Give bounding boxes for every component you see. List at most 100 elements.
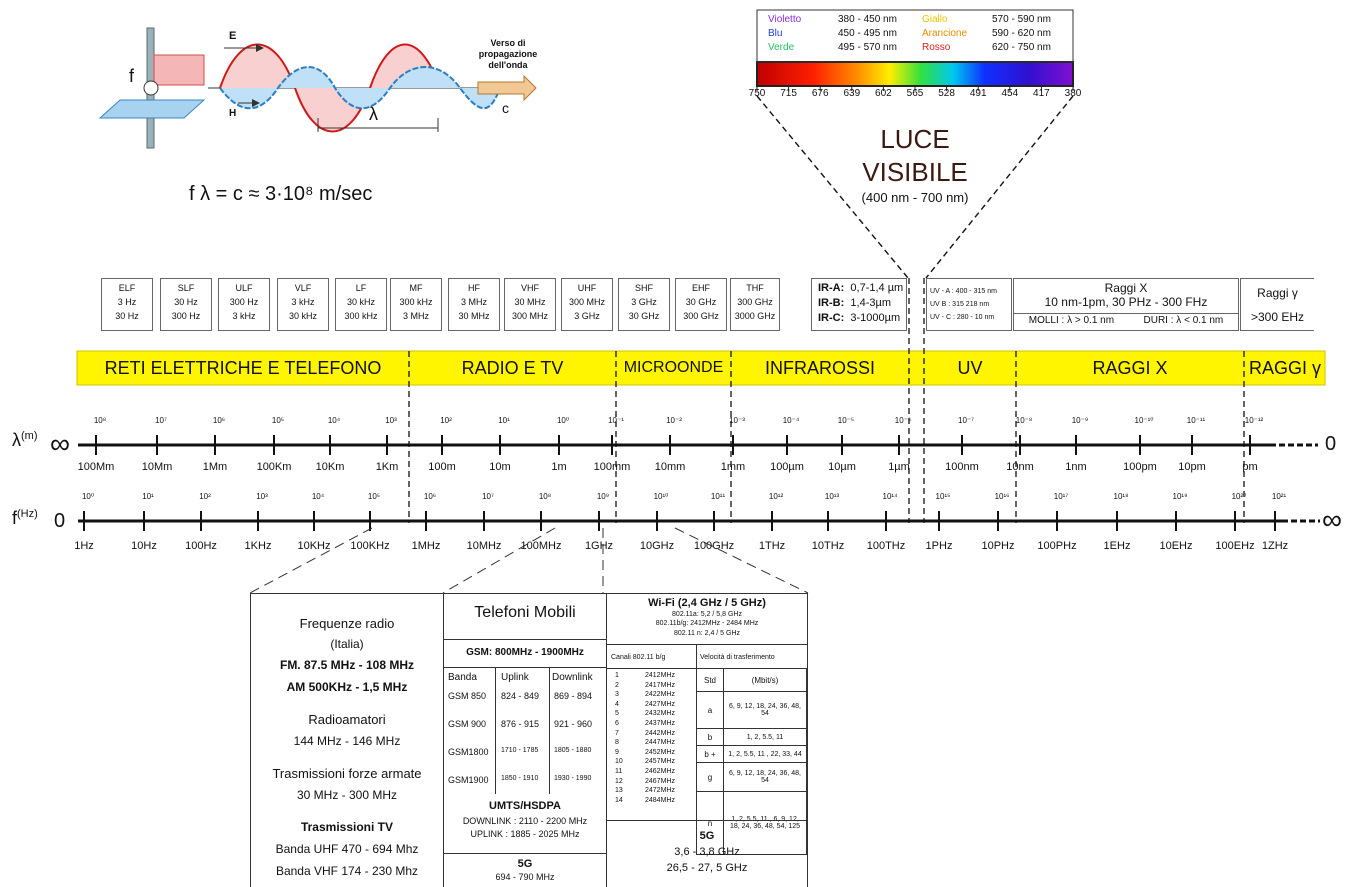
legend-name-4: Arancione (922, 28, 968, 39)
gamma-title: Raggi γ (1257, 286, 1298, 300)
f-label-9: 1GHz (584, 540, 614, 552)
wifi-mbit-1: 1, 2, 5.5, 11 (723, 728, 807, 746)
band-low-11: 300 GHz (737, 297, 773, 307)
lambda-label-10: 10mm (654, 461, 686, 473)
visible-tick-label-9: 417 (1033, 88, 1050, 99)
lambda-unit: (m) (21, 430, 38, 442)
f-exp-3: 10³ (256, 492, 268, 501)
legend-range-2: 495 - 570 nm (838, 42, 897, 53)
wifi-freq-11: 2467MHz (645, 777, 675, 785)
wifi-mbit-0: 6, 9, 12, 18, 24, 36, 48, 54 (723, 691, 807, 729)
ir-a-v: 0,7-1,4 µm (850, 282, 904, 294)
wifi-freq-3: 2427MHz (645, 700, 675, 708)
f-unit: (Hz) (17, 508, 38, 520)
spectrum-raggi-x: RAGGI X (1092, 358, 1168, 378)
band-high-10: 300 GHz (683, 311, 719, 321)
lambda-label-2: 1Mm (202, 461, 228, 473)
band-low-1: 30 Hz (174, 297, 198, 307)
lambda-label-20: pm (1242, 461, 1258, 473)
f-label-16: 10PHz (981, 540, 1015, 552)
legend-range-5: 620 - 750 nm (992, 42, 1051, 53)
f-exp-1: 10¹ (142, 492, 154, 501)
wifi-chan-12: 13 (615, 787, 623, 795)
f-end: ∞ (1322, 504, 1342, 535)
band-low-2: 300 Hz (229, 297, 259, 307)
band-high-5: 3 MHz (402, 311, 429, 321)
lambda-label-0: 100Mm (77, 461, 115, 473)
f-exp-12: 10¹² (768, 492, 784, 501)
band-high-2: 3 kHz (232, 311, 256, 321)
mobile-title: Telefoni Mobili (474, 604, 576, 621)
mobile-h-uplink: Uplink (501, 672, 529, 683)
lambda-label-15: 100nm (945, 461, 979, 473)
band-separators (408, 278, 1245, 523)
wifi-chan-8: 9 (615, 748, 619, 756)
band-name-4: LF (355, 283, 367, 293)
f-label-10: 10GHz (639, 540, 675, 552)
lambda-label-18: 100pm (1123, 461, 1157, 473)
band-low-9: 3 GHz (631, 297, 657, 307)
f-exp-16: 10¹⁶ (994, 492, 1010, 501)
lambda-exp-3: 10⁵ (271, 416, 285, 425)
spectrum-infrarossi: INFRAROSSI (764, 358, 875, 378)
lambda-start: ∞ (50, 428, 70, 459)
ir-b-v: 1,4-3µm (850, 297, 891, 309)
f-label-1: 10Hz (131, 540, 157, 552)
f-exp-9: 10⁹ (596, 492, 610, 501)
band-low-7: 30 MHz (514, 297, 546, 307)
wifi-speed-h: Velocità di trasferimento (700, 654, 775, 661)
color-legend-box (756, 9, 1074, 63)
lambda-exp-4: 10⁴ (327, 416, 341, 425)
f-exp-2: 10² (199, 492, 211, 501)
f-exp-14: 10¹⁴ (882, 492, 898, 501)
f-label-19: 10EHz (1159, 540, 1193, 552)
lambda-exp-15: 10⁻⁷ (957, 416, 975, 425)
ir-c-v: 3-1000µm (850, 312, 901, 324)
radio-amatori-range: 144 MHz - 146 MHz (293, 734, 401, 748)
f-label-8: 100MHz (520, 540, 562, 552)
lambda-label-13: 10µm (828, 461, 856, 473)
band-high-3: 30 kHz (288, 311, 317, 321)
f-label-12: 1THz (758, 540, 786, 552)
legend-range-4: 590 - 620 nm (992, 28, 1051, 39)
f-exp-7: 10⁷ (482, 492, 494, 501)
band-low-5: 300 kHz (399, 297, 433, 307)
uv-a: UV - A : 400 - 315 nm (930, 288, 997, 295)
band-name-0: ELF (118, 283, 136, 293)
lambda-label-14: 1µm (888, 461, 910, 473)
mobile-row-1-down: 921 - 960 (554, 719, 593, 729)
wifi-std-row-2: b +1, 2, 5.5, 11 , 22, 33, 44 (696, 745, 807, 763)
mobile-row-3-down: 1930 - 1990 (554, 775, 592, 782)
wave-lambda-label: λ (369, 104, 378, 124)
wifi-chan-5: 6 (615, 720, 619, 727)
lambda-label-5: 1Km (375, 461, 399, 473)
f-start: 0 (54, 510, 66, 532)
f-exp-4: 10⁴ (311, 492, 325, 501)
visible-tick-label-4: 602 (875, 88, 892, 99)
lambda-label-16: 10nm (1006, 461, 1034, 473)
lambda-exp-13: 10⁻⁵ (837, 416, 855, 425)
wifi-std-1: b (696, 728, 724, 746)
band-name-6: HF (468, 283, 480, 293)
band-high-6: 30 MHz (458, 311, 490, 321)
legend-name-5: Rosso (922, 42, 951, 53)
propagation-label: Verso di propagazione dell'onda (478, 38, 538, 70)
lambda-label-1: 10Mm (141, 461, 173, 473)
wifi-line-a: 802.11a: 5,2 / 5,8 GHz (672, 611, 742, 618)
band-name-3: VLF (294, 283, 312, 293)
lambda-label-8: 1m (551, 461, 567, 473)
lambda-label-17: 1nm (1065, 461, 1087, 473)
band-high-11: 3000 GHz (734, 311, 776, 321)
mobile-5g: 5G (517, 858, 533, 870)
radio-armate-range: 30 MHz - 300 MHz (296, 788, 398, 802)
xray-range: 10 nm-1pm, 30 PHz - 300 FHz (1044, 295, 1208, 309)
band-low-6: 3 MHz (460, 297, 487, 307)
visible-ticks (756, 86, 1074, 91)
